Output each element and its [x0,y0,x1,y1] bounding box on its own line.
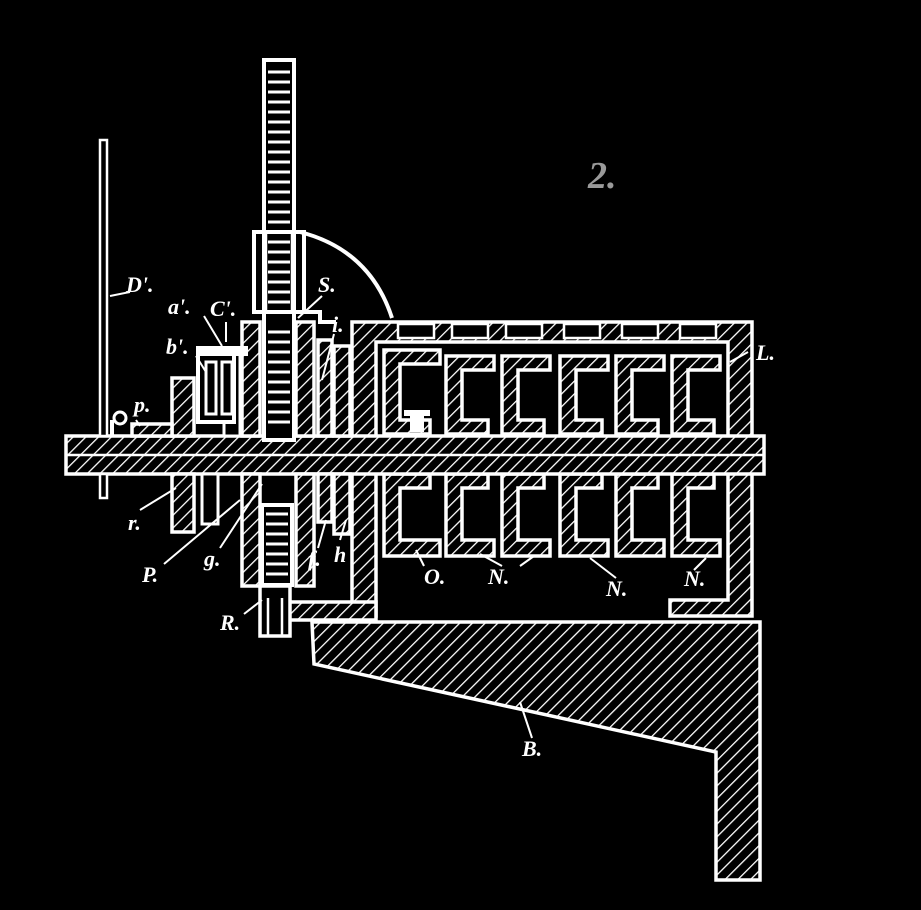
base-bracket [310,620,762,882]
label-N-3: N. [683,566,705,591]
label-O: O. [424,564,445,589]
sector-arc [299,230,394,319]
label-D-prime: D'. [125,272,154,297]
vertical-rod [98,138,109,500]
lower-rack [258,503,294,638]
figure-number: 2. [587,155,617,197]
label-b-prime: b'. [166,334,189,359]
label-g: g. [203,546,221,571]
label-i: i. [332,312,344,337]
label-N-2: N. [605,576,627,601]
toothed-rack [252,58,306,442]
label-P: P. [141,562,158,587]
label-p: p. [132,392,151,417]
label-N-1: N. [487,564,509,589]
label-f: f. [308,546,321,571]
armature-disks-upper [382,348,722,436]
label-B: B. [521,736,542,761]
collar-p [110,410,174,438]
label-R: R. [219,610,240,635]
label-a-prime: a'. [168,294,191,319]
field-frame-housing [286,320,754,622]
label-r: r. [128,510,141,535]
leader-lines [109,291,749,739]
label-c-prime: C'. [210,296,236,321]
label-S: S. [318,272,336,297]
label-h: h [334,542,346,567]
label-L: L. [755,340,775,365]
armature-disks-lower [382,472,722,558]
collar-assembly [170,346,248,534]
